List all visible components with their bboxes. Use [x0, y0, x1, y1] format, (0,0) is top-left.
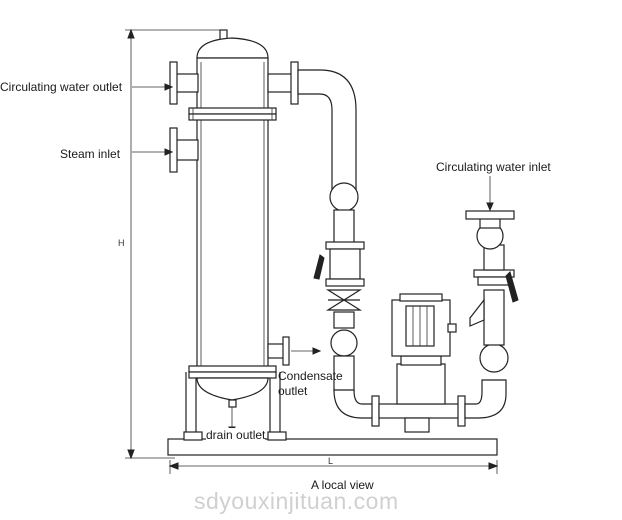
outlet-line: [313, 182, 380, 427]
watermark: sdyouxinjituan.com: [194, 488, 399, 514]
height-dimension-label: H: [118, 238, 125, 248]
label-steam-inlet: Steam inlet: [60, 147, 121, 161]
length-dimension: [168, 460, 499, 474]
height-dimension: [125, 28, 222, 460]
heat-exchanger-tank: [188, 29, 277, 408]
label-drain-outlet: drain outlet: [206, 428, 266, 442]
label-circulating-water-inlet: Circulating water inlet: [436, 160, 551, 174]
label-condensate: Condensate: [278, 369, 343, 383]
pump-assembly: [378, 293, 460, 433]
left-nozzles: [169, 61, 199, 173]
tank-legs: [185, 372, 281, 432]
top-outlet-pipe: [267, 61, 357, 191]
base-frame: [167, 431, 498, 456]
label-circulating-water-outlet: Circulating water outlet: [0, 80, 123, 94]
label-local-view: A local view: [311, 478, 374, 492]
condensate-nozzle: [267, 336, 290, 366]
label-condensate-outlet: outlet: [278, 384, 308, 398]
length-dimension-label: L: [328, 456, 334, 466]
inlet-line: [457, 210, 519, 427]
